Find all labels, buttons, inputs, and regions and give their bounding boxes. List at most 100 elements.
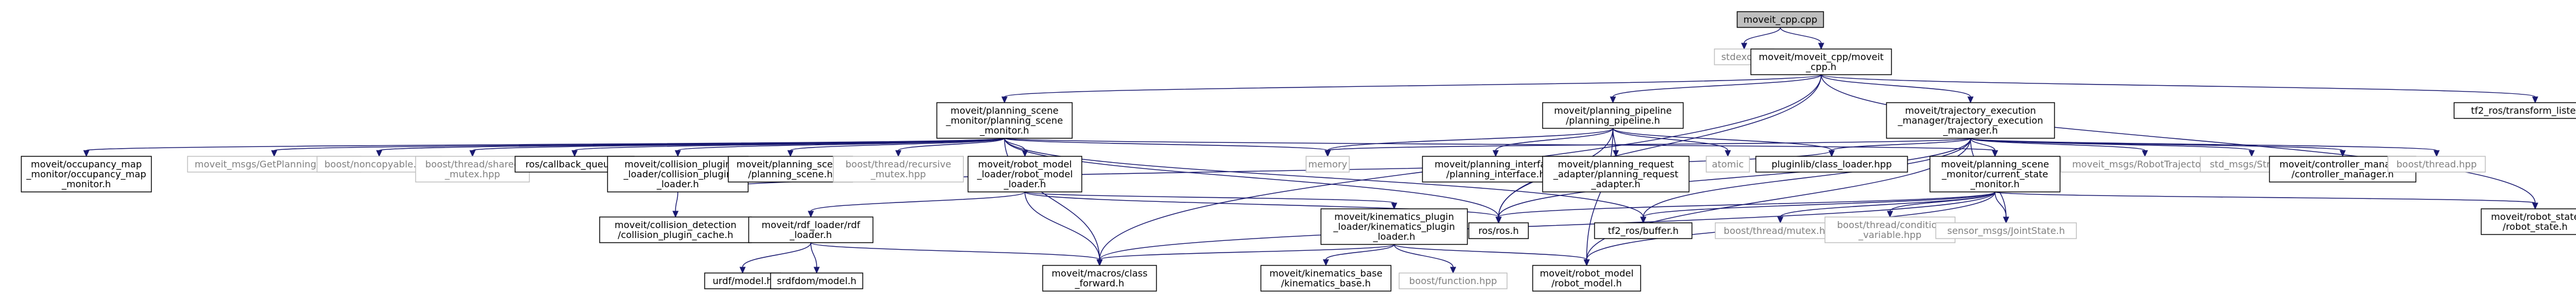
node-cd-cache[interactable]: moveit/collision_detection/collision_plu…: [599, 216, 752, 243]
node-label-line: /robot_model.h: [1552, 278, 1622, 289]
edge-line: [1024, 191, 1100, 260]
node-csm[interactable]: moveit/planning_scene_monitor/current_st…: [1929, 156, 2061, 192]
node-label-line: moveit/macros/class: [1052, 268, 1147, 279]
edge-line: [1889, 191, 1996, 212]
edge-tem-to-robot_traj: [1970, 138, 2148, 158]
edge-psm-to-memory: [1004, 138, 1331, 158]
node-rml[interactable]: moveit/robot_model_loader/robot_model_lo…: [967, 156, 1083, 192]
edge-line: [1004, 138, 1644, 218]
edge-line: [1099, 191, 1996, 260]
node-class-forward[interactable]: moveit/macros/class_forward.h: [1042, 265, 1157, 292]
node-kpl[interactable]: moveit/kinematics_plugin_loader/kinemati…: [1320, 208, 1468, 245]
edge-arrowhead: [1640, 216, 1647, 224]
node-label-line: boost/thread/condition: [1837, 219, 1943, 230]
node-label-line: boost/noncopyable.hpp: [324, 159, 434, 170]
edge-line: [1612, 74, 1822, 97]
node-label-line: moveit/kinematics_plugin: [1334, 211, 1454, 223]
node-box: [1532, 265, 1642, 292]
node-recursive-mutex: boost/thread/recursive_mutex.hpp: [832, 156, 964, 183]
node-rdf-loader[interactable]: moveit/rdf_loader/rdf_loader.h: [748, 216, 874, 243]
node-label-line: _forward.h: [1074, 278, 1125, 289]
node-robot-model[interactable]: moveit/robot_model/robot_model.h: [1532, 265, 1642, 292]
edge-arrowhead: [271, 150, 278, 158]
node-jointstate: sensor_msgs/JointState.h: [1935, 222, 2077, 239]
edge-arrowhead: [672, 211, 679, 218]
edge-line: [1780, 27, 1822, 44]
node-moveit-cpp-h[interactable]: moveit/moveit_cpp/moveit_cpp.h: [1750, 48, 1892, 75]
edge-rml-to-kpl: [1024, 191, 1398, 210]
edge-arrowhead: [376, 150, 383, 158]
node-box: [20, 156, 152, 192]
node-box: [1260, 265, 1392, 292]
edge-line: [1821, 74, 2536, 204]
edge-root-to-moveit_cpp_h: [1780, 27, 1825, 50]
node-label-line: moveit/robot_state: [2491, 211, 2576, 223]
node-label-line: moveit/robot_model: [978, 159, 1072, 170]
edge-line: [810, 242, 817, 268]
edge-line: [1612, 128, 1616, 151]
node-boost-function: boost/function.hpp: [1398, 272, 1508, 289]
node-box: [607, 156, 749, 192]
edge-arrowhead: [1741, 43, 1748, 50]
edge-root-to-stdexcept: [1741, 27, 1781, 50]
node-adapter[interactable]: moveit/planning_request_adapter/planning…: [1542, 156, 1690, 192]
node-box: [1750, 48, 1892, 75]
node-label-line: _adapter/planning_request: [1553, 169, 1678, 180]
node-label-line: boost/thread.hpp: [2396, 159, 2477, 170]
edge-line: [1970, 138, 2146, 151]
node-kin-base[interactable]: moveit/kinematics_base/kinematics_base.h: [1260, 265, 1392, 292]
node-label-line: _mutex.hpp: [870, 169, 926, 180]
edge-pipeline-to-planning_interface: [1492, 128, 1614, 158]
node-layer: moveit_cpp.cppstdexceptmoveit/moveit_cpp…: [20, 11, 2576, 292]
node-pipeline[interactable]: moveit/planning_pipeline/planning_pipeli…: [1542, 102, 1684, 129]
node-occupancy[interactable]: moveit/occupancy_map_monitor/occupancy_m…: [20, 156, 152, 192]
node-condvar: boost/thread/condition_variable.hpp: [1824, 216, 1956, 243]
edge-arrowhead: [2248, 150, 2255, 158]
node-root[interactable]: moveit_cpp.cpp: [1737, 11, 1824, 28]
node-tf2-buffer[interactable]: tf2_ros/buffer.h: [1594, 222, 1693, 239]
edge-pipeline-to-atomic: [1612, 128, 1731, 158]
node-label-line: moveit/planning_scene: [1941, 159, 2049, 170]
node-urdf[interactable]: urdf/model.h: [704, 272, 781, 289]
edge-line: [898, 138, 1005, 151]
node-label-line: boost/thread/shared: [425, 159, 520, 170]
node-label-line: ros/ros.h: [1478, 225, 1518, 236]
edge-moveit_cpp_h-to-psm: [1001, 74, 1822, 104]
edge-arrowhead: [895, 150, 902, 158]
edge-line: [810, 191, 1026, 212]
node-psm[interactable]: moveit/planning_scene_monitor/planning_s…: [936, 102, 1073, 139]
node-boost-mutex: boost/thread/mutex.hpp: [1714, 222, 1846, 239]
edge-rdf_loader-to-urdf: [739, 242, 811, 274]
edge-line: [1498, 138, 1971, 218]
edge-kpl-to-boost_function: [1394, 244, 1457, 274]
edge-line: [1024, 191, 1499, 218]
node-class-loader[interactable]: pluginlib/class_loader.hpp: [1755, 156, 1908, 173]
node-label-line: boost/function.hpp: [1409, 275, 1497, 286]
node-cpl[interactable]: moveit/collision_plugin_loader/collision…: [607, 156, 749, 192]
edge-kpl-to-kin_base: [1322, 244, 1395, 267]
node-label-line: _adapter.h: [1591, 178, 1640, 190]
node-ps[interactable]: moveit/planning_scene/planning_scene.h: [727, 156, 853, 183]
node-box: [1320, 208, 1468, 245]
edge-arrowhead: [2532, 202, 2539, 210]
node-box: [2480, 208, 2576, 235]
edge-line: [1970, 138, 2437, 151]
edge-rml-to-class_forward: [1024, 191, 1103, 267]
node-label-line: _monitor/occupancy_map: [26, 169, 146, 180]
node-tf2-listener[interactable]: tf2_ros/transform_listener.h: [2454, 102, 2576, 119]
node-tem[interactable]: moveit/trajectory_execution_manager/traj…: [1886, 102, 2055, 139]
edge-line: [86, 138, 1005, 151]
edge-line: [1612, 128, 1832, 151]
node-robot-state[interactable]: moveit/robot_state/robot_state.h: [2480, 208, 2576, 235]
node-label-line: moveit/rdf_loader/rdf: [762, 219, 860, 231]
node-label-line: _mutex.hpp: [444, 169, 501, 180]
node-ros-h[interactable]: ros/ros.h: [1468, 222, 1529, 239]
edge-rml-to-rdf_loader: [807, 191, 1026, 218]
node-box: [1755, 156, 1908, 173]
node-label-line: _loader/collision_plugin: [623, 169, 732, 180]
edge-line: [1970, 138, 1996, 151]
edge-arrowhead: [807, 211, 814, 218]
edge-line: [1821, 74, 1971, 97]
edge-rdf_loader-to-srdfdom: [810, 242, 820, 274]
node-srdfdom[interactable]: srdfdom/model.h: [770, 272, 863, 289]
